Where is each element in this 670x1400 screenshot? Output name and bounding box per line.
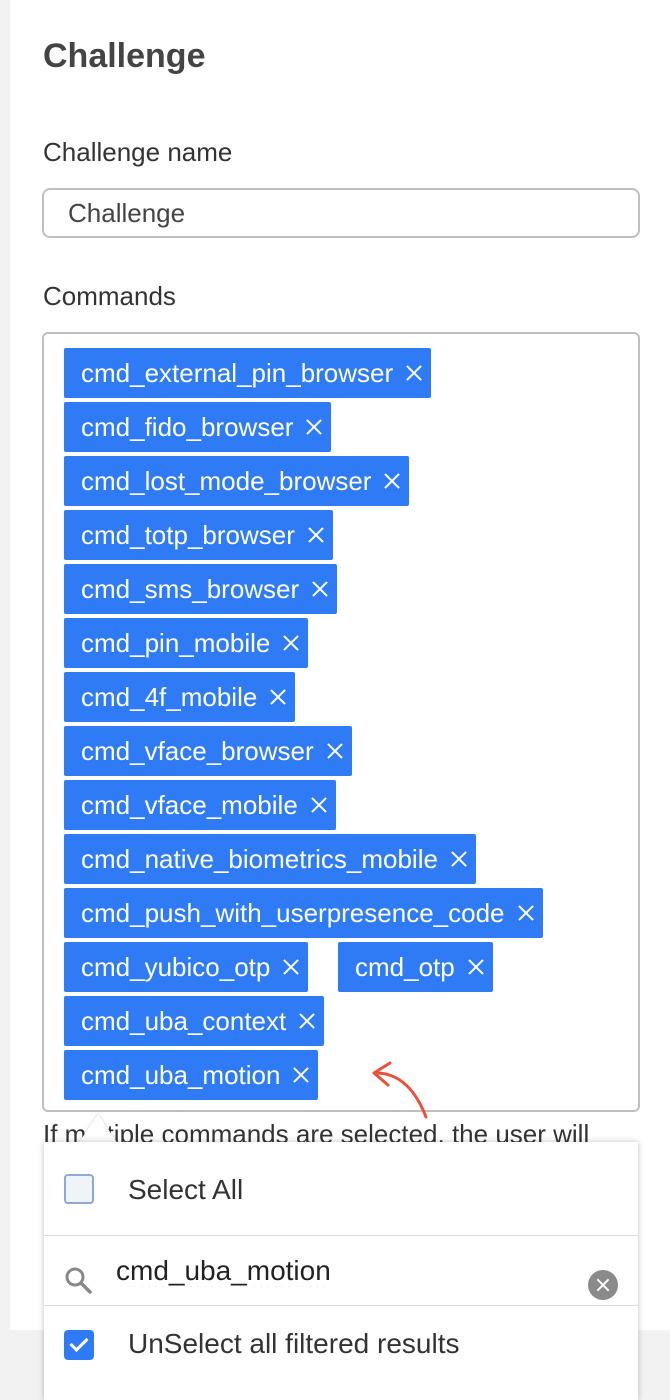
close-icon[interactable]	[292, 1066, 310, 1084]
close-icon[interactable]	[326, 742, 344, 760]
close-icon[interactable]	[517, 904, 535, 922]
command-tag-label: cmd_native_biometrics_mobile	[81, 843, 438, 874]
command-tag: cmd_yubico_otp	[64, 942, 309, 992]
dropdown-search-input[interactable]	[114, 1250, 578, 1292]
command-tag-label: cmd_uba_motion	[81, 1059, 281, 1090]
close-icon[interactable]	[311, 580, 329, 598]
close-icon[interactable]	[310, 796, 328, 814]
command-tag-label: cmd_external_pin_browser	[81, 357, 394, 388]
command-tag: cmd_pin_mobile	[64, 618, 309, 668]
command-tag: cmd_otp	[338, 942, 493, 992]
command-tag-label: cmd_fido_browser	[81, 411, 294, 442]
close-icon[interactable]	[282, 634, 300, 652]
command-tag-label: cmd_push_with_userpresence_code	[81, 897, 505, 928]
challenge-name-input[interactable]	[42, 188, 640, 238]
command-tag: cmd_vface_browser	[64, 726, 352, 776]
commands-label: Commands	[43, 281, 176, 311]
select-all-checkbox[interactable]	[64, 1174, 94, 1204]
command-tag: cmd_external_pin_browser	[64, 348, 432, 398]
close-icon[interactable]	[405, 364, 423, 382]
unselect-filtered-label: UnSelect all filtered results	[128, 1328, 460, 1359]
unselect-filtered-option[interactable]: UnSelect all filtered results	[44, 1306, 638, 1400]
unselect-filtered-checkbox[interactable]	[64, 1330, 94, 1360]
command-tag: cmd_lost_mode_browser	[64, 456, 410, 506]
annotation-arrow-icon	[372, 1061, 428, 1119]
commands-dropdown: Select All UnSelect all filtered results	[44, 1142, 638, 1400]
command-tag: cmd_totp_browser	[64, 510, 333, 560]
select-all-label: Select All	[128, 1174, 244, 1205]
command-tag: cmd_fido_browser	[64, 402, 332, 452]
command-tag-label: cmd_totp_browser	[81, 519, 295, 550]
clear-icon[interactable]	[588, 1270, 618, 1300]
command-tag: cmd_push_with_userpresence_code	[64, 888, 543, 938]
command-tag-label: cmd_lost_mode_browser	[81, 465, 372, 496]
page-title: Challenge	[43, 37, 206, 75]
dropdown-search-row	[44, 1236, 638, 1306]
close-icon[interactable]	[298, 1012, 316, 1030]
close-icon[interactable]	[467, 958, 485, 976]
dropdown-caret	[78, 1114, 118, 1144]
close-icon[interactable]	[305, 418, 323, 436]
command-tag-label: cmd_uba_context	[81, 1005, 287, 1036]
command-tag: cmd_sms_browser	[64, 564, 338, 614]
commands-multiselect[interactable]: cmd_external_pin_browser cmd_fido_browse…	[42, 332, 640, 1112]
command-tag-label: cmd_vface_browser	[81, 735, 314, 766]
command-tag-label: cmd_sms_browser	[81, 573, 300, 604]
search-icon	[65, 1267, 92, 1294]
challenge-name-label: Challenge name	[43, 137, 233, 167]
command-tag: cmd_native_biometrics_mobile	[64, 834, 476, 884]
command-tag-label: cmd_pin_mobile	[81, 627, 271, 658]
command-tag-label: cmd_vface_mobile	[81, 789, 298, 820]
close-icon[interactable]	[307, 526, 325, 544]
close-icon[interactable]	[450, 850, 468, 868]
select-all-option[interactable]: Select All	[44, 1142, 638, 1236]
command-tag-label: cmd_yubico_otp	[81, 951, 271, 982]
close-icon[interactable]	[269, 688, 287, 706]
command-tag-label: cmd_otp	[355, 951, 455, 982]
command-tag-label: cmd_4f_mobile	[81, 681, 258, 712]
close-icon[interactable]	[383, 472, 401, 490]
command-tag: cmd_vface_mobile	[64, 780, 336, 830]
command-tag: cmd_uba_context	[64, 996, 325, 1046]
close-icon[interactable]	[282, 958, 300, 976]
command-tag: cmd_4f_mobile	[64, 672, 296, 722]
command-tag: cmd_uba_motion	[64, 1050, 319, 1100]
